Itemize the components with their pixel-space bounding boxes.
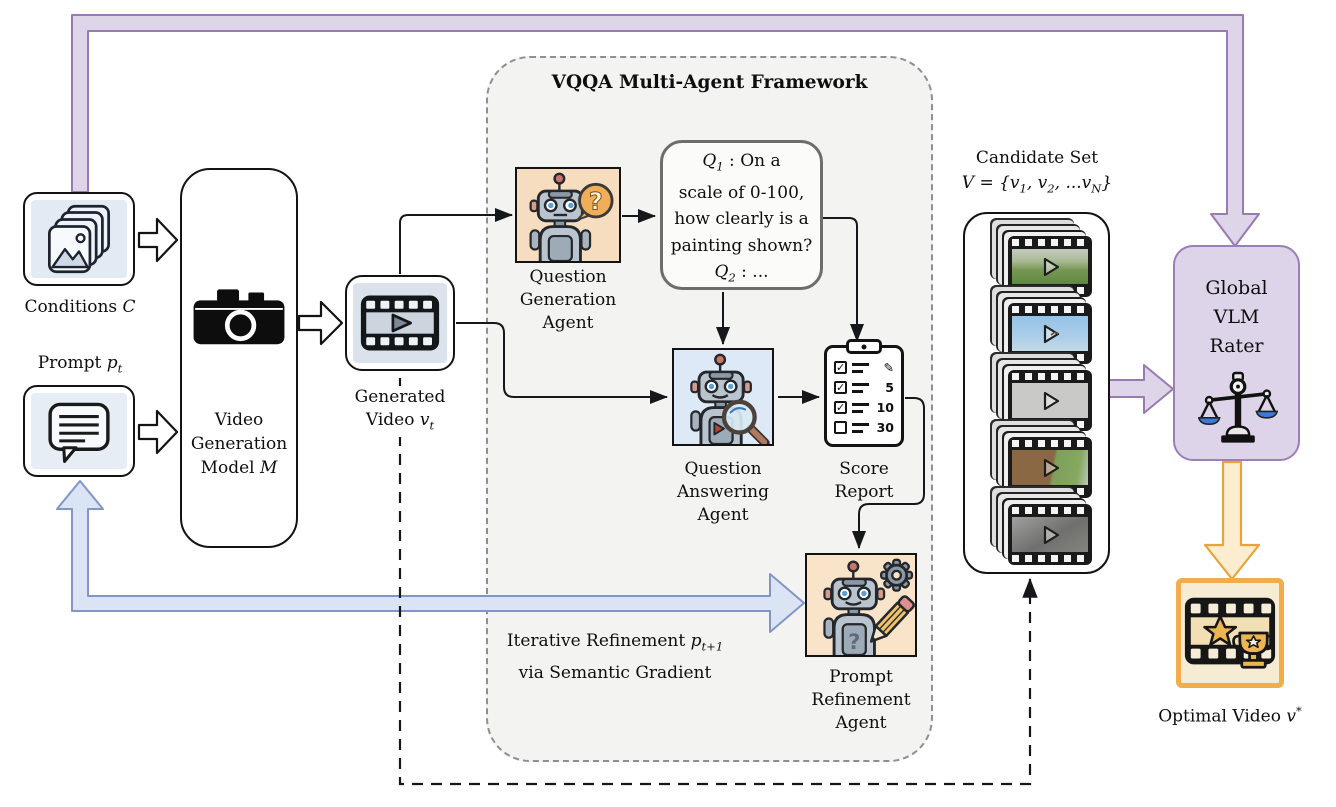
video-to-qg-connector	[399, 208, 513, 274]
list-lines-icon	[852, 382, 869, 393]
video-to-qa-connector	[456, 322, 668, 404]
iterative-refinement-label: Iterative Refinement pt+1 via Semantic G…	[506, 631, 724, 684]
list-lines-icon	[852, 422, 869, 433]
checkbox-unchecked-icon	[834, 420, 847, 434]
clipboard-icon: ✓ ✎ ✓ 5 ✓ 10 30	[824, 339, 904, 447]
global-vlm-rater-label: Global VLM Rater	[1205, 277, 1268, 357]
conditions-label: Conditions C	[24, 297, 136, 317]
conditions-node	[23, 192, 135, 286]
robot-question-icon: ?	[515, 167, 621, 263]
score-row: ✓ ✎	[827, 357, 901, 377]
question-bubble: Q1 : On a scale of 0-100, how clearly is…	[660, 140, 823, 290]
film-trophy-icon	[1176, 578, 1284, 688]
play-icon	[1043, 324, 1060, 343]
list-lines-icon	[852, 362, 869, 373]
chat-bubble-icon	[31, 393, 127, 469]
prompt-refinement-feedback-arrow	[56, 480, 805, 633]
robot-gear-pencil-icon: ?	[805, 553, 917, 657]
svg-text:?: ?	[848, 629, 860, 654]
photos-icon	[31, 200, 127, 278]
list-lines-icon	[852, 402, 869, 413]
score-to-pr-connector	[852, 397, 925, 549]
prompt-to-model-arrow	[137, 409, 179, 455]
video-thumbnail	[1008, 370, 1092, 431]
bubble-to-score-connector	[823, 217, 864, 342]
score-value: 10	[876, 399, 894, 415]
question-answering-agent-label: Question Answering Agent	[677, 459, 769, 525]
score-row: ✓ 5	[827, 377, 901, 397]
candidate-set-formula: V = {v1, v2, ...vN}	[961, 173, 1113, 196]
question-generation-agent-label: Question Generation Agent	[519, 267, 617, 333]
video-thumbnail	[1008, 303, 1092, 364]
score-row: ✓ 10	[827, 397, 901, 417]
score-value: ✎	[883, 359, 894, 375]
score-value: 5	[885, 379, 894, 395]
candidate-set-title: Candidate Set V = {v1, v2, ...vN}	[956, 146, 1118, 201]
camera-icon	[192, 286, 286, 346]
framework-title: VQQA Multi-Agent Framework	[551, 72, 868, 93]
prompt-node	[23, 385, 135, 477]
play-icon	[1043, 525, 1060, 544]
clipboard-clip	[846, 339, 882, 354]
video-thumbnail	[1008, 236, 1092, 297]
score-report-label: Score Report	[834, 459, 894, 502]
checkbox-checked-icon: ✓	[834, 400, 847, 414]
svg-text:?: ?	[589, 187, 603, 215]
input-block-arrows	[137, 217, 344, 455]
play-icon	[1043, 458, 1060, 477]
balance-scale-icon	[1197, 364, 1279, 454]
play-icon	[1043, 257, 1060, 276]
film-stack-icon	[1008, 236, 1092, 565]
video-thumbnail	[1008, 504, 1092, 565]
checkbox-checked-icon: ✓	[834, 380, 847, 394]
optimal-video-label: Optimal Video v*	[1158, 704, 1302, 727]
video-generation-model-label: Video Generation Model M	[190, 410, 288, 478]
score-row: 30	[827, 417, 901, 437]
robot-magnifier-icon	[672, 348, 774, 446]
generated-video-node	[345, 275, 455, 371]
play-icon	[1043, 391, 1060, 410]
prompt-label: Prompt pt	[37, 353, 123, 376]
rater-to-optimal-arrow	[1203, 460, 1261, 581]
video-generation-model-node	[180, 168, 298, 548]
film-play-icon	[353, 283, 447, 363]
model-to-video-arrow	[297, 300, 344, 346]
generated-video-label: Generated Video vt	[330, 386, 470, 438]
checkbox-checked-icon: ✓	[834, 360, 847, 374]
score-value: 30	[876, 419, 894, 435]
video-thumbnail	[1008, 437, 1092, 498]
conditions-to-rater-arrow	[71, 14, 1260, 247]
conditions-to-model-arrow	[137, 217, 179, 263]
candidate-to-rater-arrow	[1103, 364, 1174, 414]
prompt-refinement-agent-label: Prompt Refinement Agent	[811, 667, 911, 733]
thin-connectors	[398, 208, 1038, 786]
